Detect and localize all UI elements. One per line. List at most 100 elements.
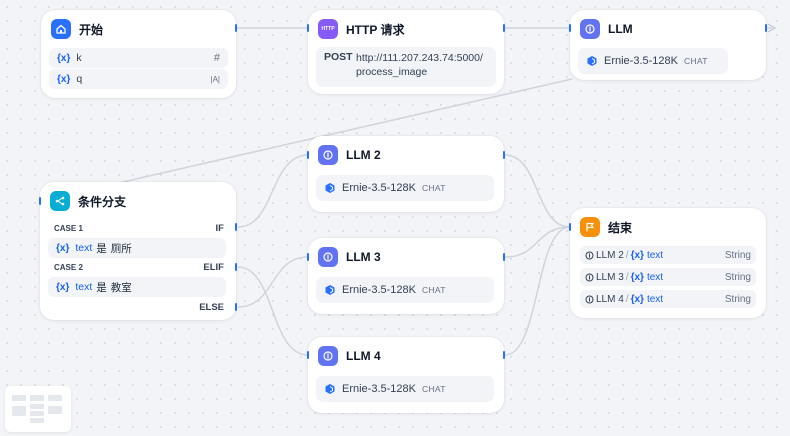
model-mode-badge: CHAT xyxy=(422,384,446,394)
condition-operator: 是 xyxy=(96,242,107,255)
path-separator: / xyxy=(625,249,629,261)
start-variable-row[interactable]: {x} q |A| xyxy=(49,69,228,89)
minimap-node xyxy=(48,406,62,414)
variable-icon: {x} xyxy=(57,73,71,85)
flag-icon xyxy=(580,217,600,237)
node-title: LLM 3 xyxy=(346,250,381,264)
node-llm[interactable]: LLM Ernie-3.5-128K CHAT xyxy=(570,10,766,80)
model-selector[interactable]: Ernie-3.5-128K CHAT xyxy=(316,277,494,303)
model-mode-badge: CHAT xyxy=(422,285,446,295)
model-name: Ernie-3.5-128K xyxy=(604,55,678,67)
node-end[interactable]: 结束 LLM 2 / {x} text String LLM 3 / {x} t… xyxy=(570,208,766,318)
http-method: POST xyxy=(324,51,353,63)
node-http-request[interactable]: HTTP HTTP 请求 POST http://111.207.243.74:… xyxy=(308,10,504,94)
variable-icon: {x} xyxy=(630,271,644,283)
brain-icon xyxy=(585,295,594,303)
branch-icon xyxy=(50,191,70,211)
input-handle[interactable] xyxy=(307,151,309,159)
node-llm-2[interactable]: LLM 2 Ernie-3.5-128K CHAT xyxy=(308,136,504,212)
output-handle[interactable] xyxy=(503,253,505,261)
node-title: LLM 2 xyxy=(346,148,381,162)
output-variable-row[interactable]: LLM 3 / {x} text String xyxy=(580,268,756,286)
input-handle[interactable] xyxy=(569,24,571,32)
model-selector[interactable]: Ernie-3.5-128K CHAT xyxy=(316,175,494,201)
brain-icon xyxy=(318,247,338,267)
input-handle[interactable] xyxy=(39,197,41,205)
variable-icon: {x} xyxy=(630,293,644,305)
edge-else-llm3 xyxy=(237,256,309,308)
edge-llm2-end xyxy=(504,154,571,228)
node-start[interactable]: 开始 {x} k # {x} q |A| xyxy=(41,10,236,98)
path-separator: / xyxy=(625,293,629,305)
output-type: String xyxy=(724,249,751,261)
minimap-node xyxy=(30,418,44,423)
http-url-line: process_image xyxy=(356,66,428,78)
node-title: HTTP 请求 xyxy=(346,22,405,37)
model-mode-badge: CHAT xyxy=(684,56,708,66)
ernie-logo-icon xyxy=(325,384,335,394)
input-handle[interactable] xyxy=(569,223,571,231)
variable-icon: {x} xyxy=(630,249,644,261)
minimap-node xyxy=(30,411,44,416)
edge-llm3-end xyxy=(504,226,571,258)
variable-name: q xyxy=(76,73,83,85)
http-request-summary[interactable]: POST http://111.207.243.74:5000/ process… xyxy=(316,47,496,87)
case-header: CASE 1 IF xyxy=(54,220,224,236)
edge-llm-out-arrow xyxy=(767,23,777,33)
output-handle[interactable] xyxy=(503,351,505,359)
case-label: CASE 2 xyxy=(54,262,83,272)
minimap[interactable] xyxy=(5,386,71,432)
minimap-node xyxy=(30,395,44,401)
node-title: 结束 xyxy=(608,220,633,235)
output-handle[interactable] xyxy=(503,151,505,159)
case-keyword: ELIF xyxy=(203,261,224,273)
condition-row[interactable]: {x} text 是 教室 xyxy=(48,277,226,297)
ernie-logo-icon xyxy=(325,183,335,193)
input-handle[interactable] xyxy=(307,351,309,359)
home-icon xyxy=(51,19,71,39)
start-variable-row[interactable]: {x} k # xyxy=(49,48,228,68)
output-variable-row[interactable]: LLM 2 / {x} text String xyxy=(580,246,756,264)
variable-name: k xyxy=(76,52,82,64)
else-row: ELSE xyxy=(54,299,224,315)
variable-icon: {x} xyxy=(57,52,71,64)
edge-llm4-end xyxy=(504,226,571,356)
input-handle[interactable] xyxy=(307,253,309,261)
minimap-node xyxy=(48,395,62,401)
output-variable: text xyxy=(646,293,664,305)
output-variable-row[interactable]: LLM 4 / {x} text String xyxy=(580,290,756,308)
model-selector[interactable]: Ernie-3.5-128K CHAT xyxy=(578,48,728,74)
condition-row[interactable]: {x} text 是 厕所 xyxy=(48,238,226,258)
output-handle[interactable] xyxy=(503,24,505,32)
text-type-icon: |A| xyxy=(210,74,221,84)
edge-if-llm2 xyxy=(237,154,309,228)
node-llm-4[interactable]: LLM 4 Ernie-3.5-128K CHAT xyxy=(308,337,504,413)
condition-operator: 是 xyxy=(96,281,107,294)
else-keyword: ELSE xyxy=(199,301,224,313)
model-selector[interactable]: Ernie-3.5-128K CHAT xyxy=(316,376,494,402)
output-handle[interactable] xyxy=(235,24,237,32)
http-icon-label: HTTP xyxy=(321,26,335,32)
branch-else-handle[interactable] xyxy=(235,303,237,311)
branch-elif-handle[interactable] xyxy=(235,263,237,271)
node-title: 条件分支 xyxy=(78,194,127,209)
brain-icon xyxy=(318,145,338,165)
node-title: LLM 4 xyxy=(346,349,381,363)
condition-variable: text xyxy=(75,242,93,254)
output-variable: text xyxy=(646,249,664,261)
edge-elif-llm4 xyxy=(237,266,309,356)
case-label: CASE 1 xyxy=(54,223,83,233)
http-url-line: http://111.207.243.74:5000/ xyxy=(356,52,483,64)
variable-icon: {x} xyxy=(56,242,70,254)
branch-if-handle[interactable] xyxy=(235,223,237,231)
output-type: String xyxy=(724,293,751,305)
node-if-else[interactable]: 条件分支 CASE 1 IF {x} text 是 厕所 CASE 2 ELIF… xyxy=(40,182,236,320)
output-handle[interactable] xyxy=(765,24,767,32)
node-llm-3[interactable]: LLM 3 Ernie-3.5-128K CHAT xyxy=(308,238,504,314)
number-type-icon: # xyxy=(213,52,220,64)
model-name: Ernie-3.5-128K xyxy=(342,284,416,296)
output-source: LLM 4 xyxy=(596,293,624,305)
ernie-logo-icon xyxy=(325,285,335,295)
input-handle[interactable] xyxy=(307,24,309,32)
